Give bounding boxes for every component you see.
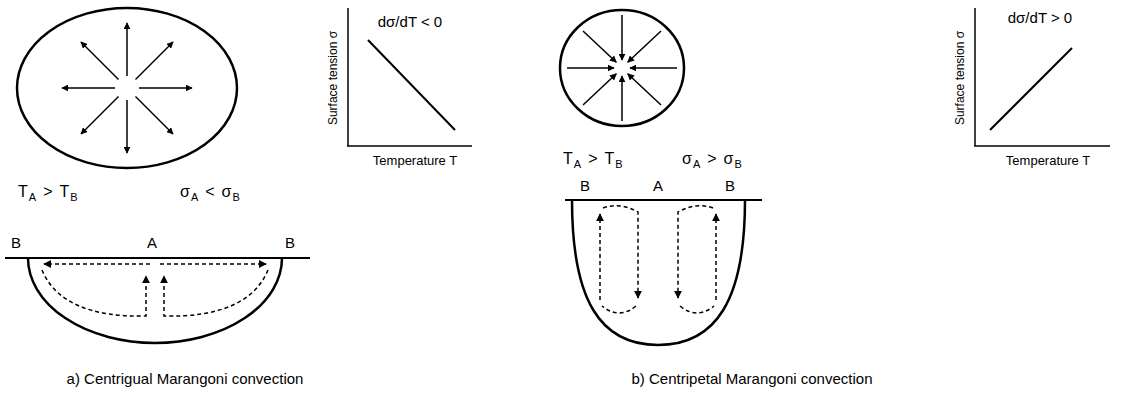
axis-label: Temperature T: [1006, 154, 1090, 168]
drop-top-view: [560, 10, 684, 126]
subscript: B: [734, 158, 741, 170]
subscript: B: [70, 191, 77, 203]
slope-label: dσ/dT < 0: [378, 14, 442, 31]
relation-sign: >: [43, 183, 52, 201]
caption: a) Centrigual Marangoni convection: [67, 371, 304, 388]
symbol: σ: [180, 183, 190, 201]
relation-sign: <: [205, 183, 214, 201]
drop-cross-section: [565, 200, 762, 345]
relation-sign: >: [588, 150, 597, 168]
graph-increasing: [974, 8, 1110, 146]
subscript: B: [615, 158, 622, 170]
symbol: σ: [682, 150, 692, 168]
subscript: A: [29, 191, 36, 203]
relation-sign: >: [707, 150, 716, 168]
relation-row: TA>TB: [18, 183, 78, 201]
point-letter: B: [580, 178, 590, 195]
relation-row: TA>TB: [563, 150, 623, 168]
axis-label: Surface tension σ: [327, 31, 340, 125]
point-letter: B: [285, 235, 295, 252]
caption: b) Centripetal Marangoni convection: [632, 371, 873, 388]
symbol: σ: [724, 150, 734, 168]
drop-cross-section: [5, 258, 310, 343]
symbol: T: [563, 150, 573, 168]
drop-top-view: [17, 8, 237, 168]
slope-label: dσ/dT > 0: [1008, 10, 1072, 27]
point-letter: B: [725, 178, 735, 195]
point-letter: A: [653, 178, 663, 195]
symbol: T: [604, 150, 614, 168]
subscript: A: [574, 158, 581, 170]
axis-label: Temperature T: [373, 154, 457, 168]
point-letter: B: [11, 235, 21, 252]
subscript: B: [232, 191, 239, 203]
axis-label: Surface tension σ: [954, 31, 967, 125]
symbol: T: [59, 183, 69, 201]
subscript: A: [191, 191, 198, 203]
graph-decreasing: [347, 8, 472, 146]
subscript: A: [693, 158, 700, 170]
symbol: σ: [222, 183, 232, 201]
symbol: T: [18, 183, 28, 201]
relation-row: σA>σB: [682, 150, 742, 168]
point-letter: A: [147, 235, 157, 252]
relation-row: σA<σB: [180, 183, 240, 201]
